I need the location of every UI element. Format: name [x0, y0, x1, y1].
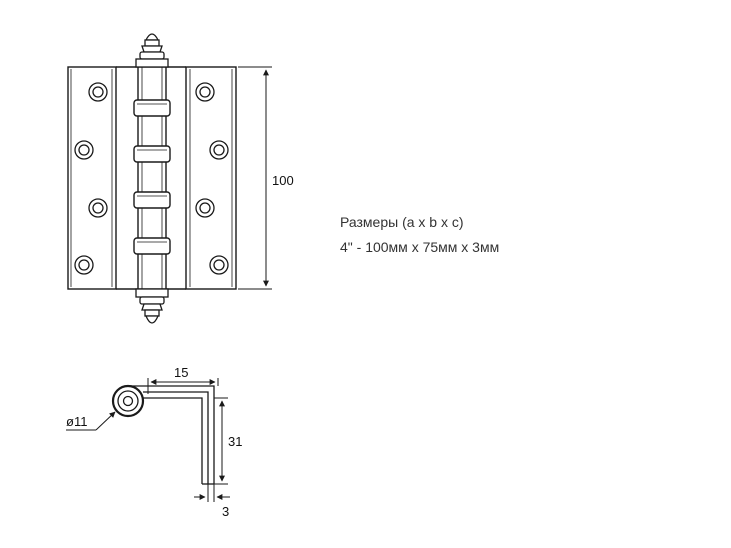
height-dimension-label: 100 [272, 173, 294, 188]
left-leaf [67, 66, 117, 290]
thickness-dimension [194, 484, 230, 502]
height-dimension [238, 66, 272, 290]
depth-dimension-label: 15 [174, 365, 188, 380]
bottom-finial [135, 288, 169, 324]
right-leaf [185, 66, 237, 290]
screw-holes-left [74, 82, 108, 275]
hinge-side-view [111, 384, 215, 485]
depth-dimension [147, 378, 219, 394]
leaf-height-dimension-label: 31 [228, 434, 242, 449]
dimensions-title: Размеры (a x b x c) [340, 214, 464, 230]
leaf-height-dimension [214, 397, 228, 485]
diameter-dimension-label: ø11 [66, 414, 87, 429]
top-finial [135, 33, 169, 68]
diameter-leader [66, 411, 116, 431]
knuckle-rings [133, 99, 171, 255]
hinge-front-view [67, 33, 237, 324]
dimensions-value: 4" - 100мм x 75мм x 3мм [340, 239, 500, 255]
dimensions-spec: Размеры (a x b x c) 4" - 100мм x 75мм x … [340, 210, 499, 260]
thickness-dimension-label: 3 [222, 504, 229, 519]
screw-holes-right [195, 82, 229, 275]
